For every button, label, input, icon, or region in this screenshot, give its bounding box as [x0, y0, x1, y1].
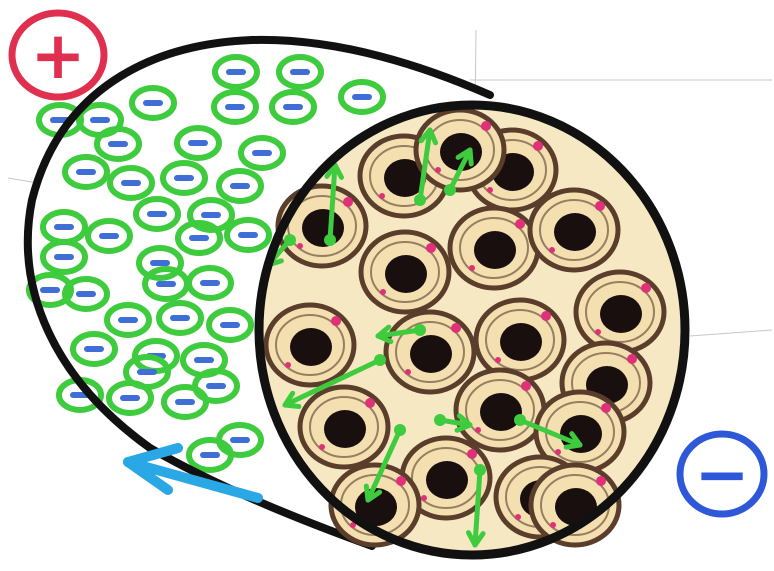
particle: [476, 300, 564, 380]
positive-terminal: +: [12, 13, 104, 97]
guide-line: [690, 330, 772, 336]
negative-symbol: −: [694, 436, 749, 513]
negative-terminal: −: [680, 434, 764, 514]
particle: [386, 312, 474, 392]
positive-symbol: +: [30, 17, 85, 94]
particle: [576, 272, 664, 352]
particle: [300, 387, 388, 467]
cross-section: [259, 105, 685, 555]
particle: [530, 190, 618, 270]
particle: [450, 208, 538, 288]
particle: [278, 186, 366, 266]
particle: [361, 232, 449, 312]
particle: [456, 370, 544, 450]
particle: [266, 305, 354, 385]
